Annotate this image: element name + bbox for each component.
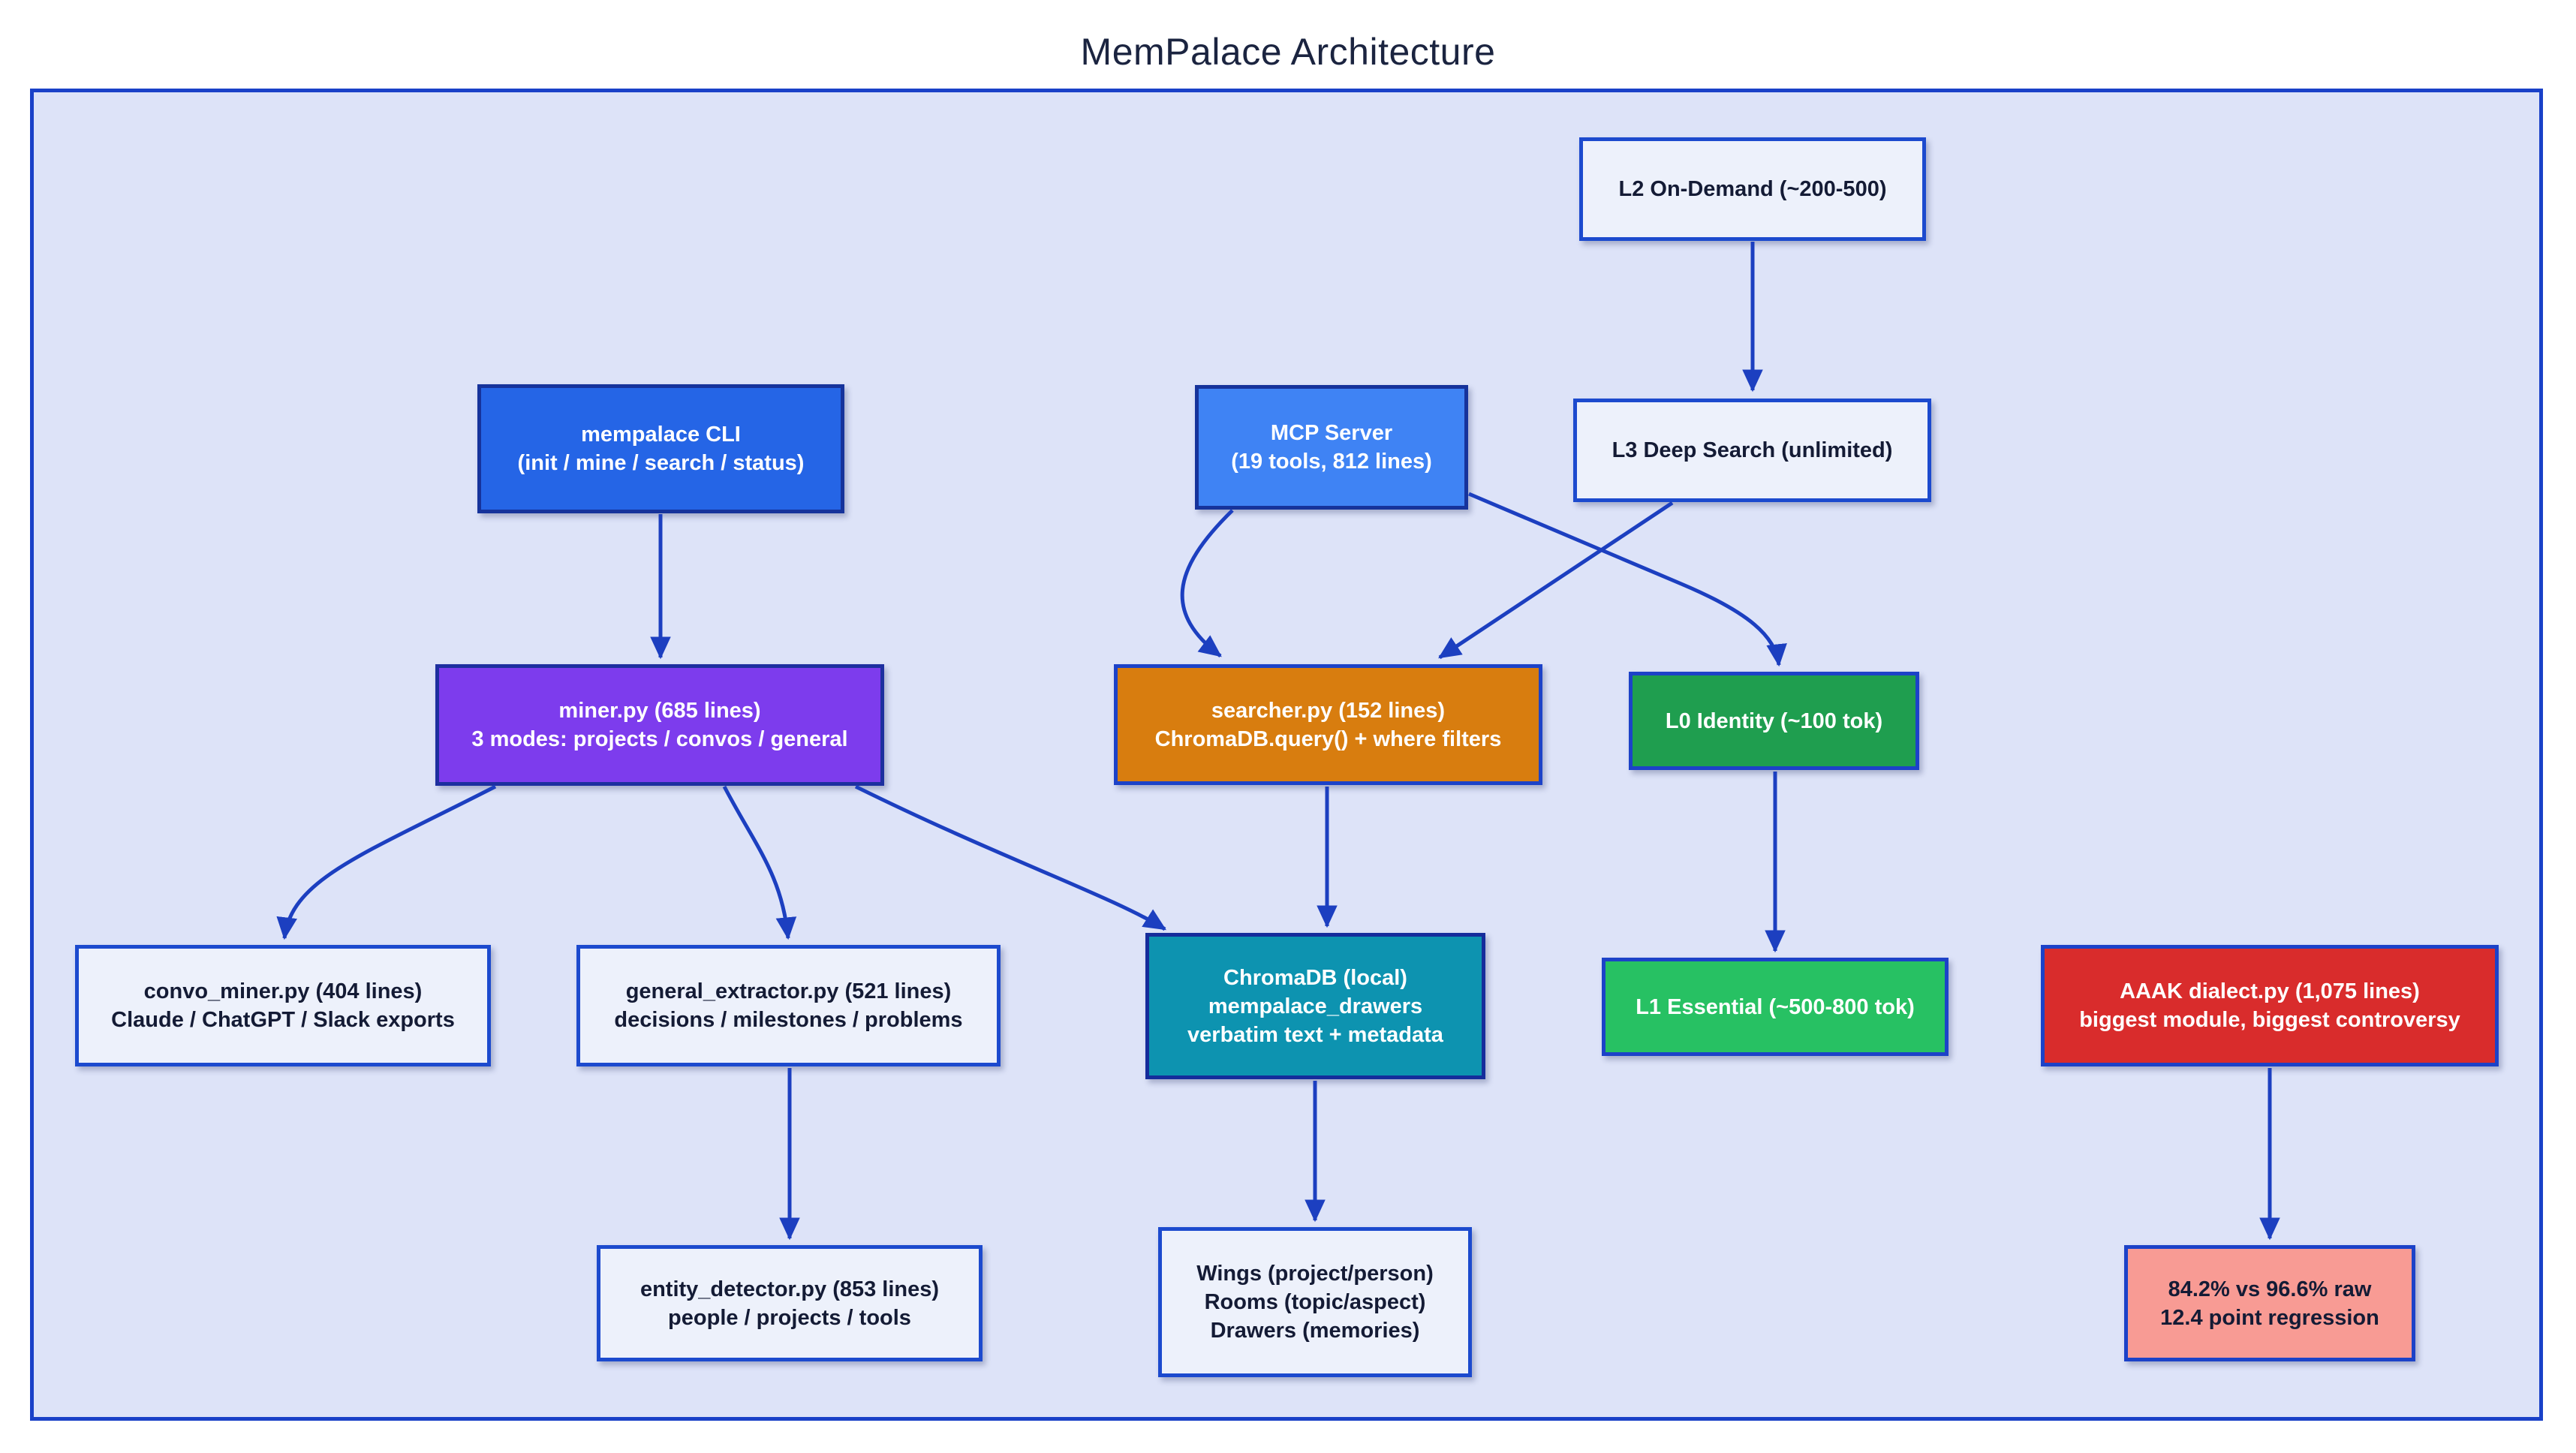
node-l3-deep-search: L3 Deep Search (unlimited) [1573, 399, 1931, 502]
node-line: miner.py (685 lines) [558, 699, 761, 723]
node-line: biggest module, biggest controversy [2079, 1008, 2460, 1032]
node-line: 3 modes: projects / convos / general [471, 727, 848, 751]
node-line: MCP Server [1270, 421, 1393, 445]
node-searcher-py: searcher.py (152 lines) ChromaDB.query() … [1114, 664, 1542, 785]
node-line: Rooms (topic/aspect) [1204, 1290, 1426, 1314]
node-line: convo_miner.py (404 lines) [143, 979, 423, 1003]
node-line: decisions / milestones / problems [614, 1008, 963, 1032]
node-miner-py: miner.py (685 lines) 3 modes: projects / … [435, 664, 884, 786]
node-line: entity_detector.py (853 lines) [639, 1277, 940, 1301]
node-line: L0 Identity (~100 tok) [1665, 708, 1883, 733]
node-line: AAAK dialect.py (1,075 lines) [2120, 979, 2420, 1003]
node-general-extractor-py: general_extractor.py (521 lines) decision… [576, 945, 1001, 1066]
node-convo-miner-py: convo_miner.py (404 lines) Claude / ChatG… [75, 945, 491, 1066]
node-mempalace-cli: mempalace CLI (init / mine / search / sta… [477, 384, 844, 513]
node-line: (init / mine / search / status) [517, 451, 805, 475]
node-line: people / projects / tools [668, 1305, 911, 1330]
node-entity-detector-py: entity_detector.py (853 lines) people / p… [597, 1245, 983, 1361]
node-line: mempalace_drawers [1208, 994, 1423, 1018]
node-line: L2 On-Demand (~200-500) [1618, 177, 1887, 201]
node-regression-result: 84.2% vs 96.6% raw 12.4 point regression [2124, 1245, 2415, 1361]
node-line: searcher.py (152 lines) [1211, 698, 1446, 723]
node-line: ChromaDB (local) [1223, 965, 1407, 990]
node-mcp-server: MCP Server (19 tools, 812 lines) [1195, 385, 1468, 510]
node-l2-on-demand: L2 On-Demand (~200-500) [1579, 137, 1926, 241]
node-line: ChromaDB.query() + where filters [1154, 726, 1502, 751]
node-line: verbatim text + metadata [1187, 1022, 1443, 1047]
node-line: 12.4 point regression [2160, 1305, 2379, 1330]
node-l0-identity: L0 Identity (~100 tok) [1629, 672, 1919, 770]
node-palace-structure: Wings (project/person) Rooms (topic/aspec… [1158, 1227, 1472, 1377]
node-line: L3 Deep Search (unlimited) [1612, 438, 1893, 462]
node-line: general_extractor.py (521 lines) [625, 979, 952, 1003]
node-line: mempalace CLI [581, 423, 741, 447]
node-line: Claude / ChatGPT / Slack exports [111, 1008, 455, 1032]
node-line: 84.2% vs 96.6% raw [2168, 1277, 2372, 1301]
diagram-title: MemPalace Architecture [1080, 31, 1496, 73]
node-line: L1 Essential (~500-800 tok) [1636, 994, 1915, 1019]
node-line: Drawers (memories) [1210, 1319, 1420, 1343]
node-aaak-dialect-py: AAAK dialect.py (1,075 lines) biggest mod… [2041, 945, 2499, 1066]
node-line: Wings (project/person) [1196, 1262, 1434, 1286]
node-l1-essential: L1 Essential (~500-800 tok) [1602, 958, 1949, 1056]
node-line: (19 tools, 812 lines) [1231, 450, 1432, 474]
